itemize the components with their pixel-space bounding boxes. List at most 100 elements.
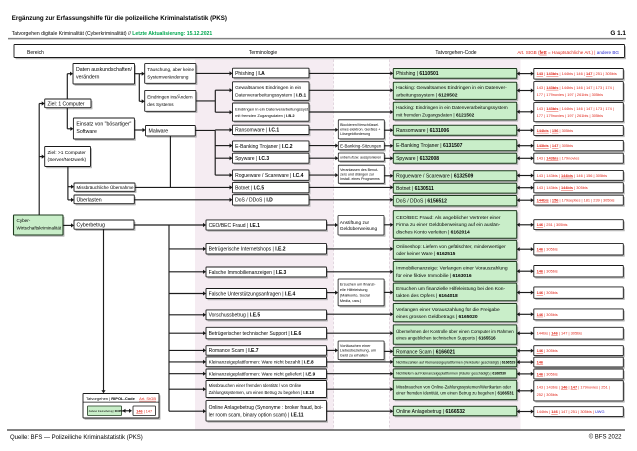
- svg-text:144bis | 146 | 147 | 305bis: 144bis | 146 | 147 | 305bis: [537, 331, 583, 336]
- svg-text:Hacking: Gewaltsames Eindringe: Hacking: Gewaltsames Eindringen in ein D…: [396, 85, 507, 91]
- svg-text:Kleinanzeigeplattformen: Ware: Kleinanzeigeplattformen: Ware nicht geli…: [209, 371, 316, 376]
- svg-text:Rogueware / Scareware | 613250: Rogueware / Scareware | 6132509: [396, 174, 473, 180]
- svg-text:146 | 305bis: 146 | 305bis: [537, 371, 558, 376]
- svg-text:(Server/Netzwerk): (Server/Netzwerk): [48, 157, 87, 163]
- svg-text:Immobilienanzeige: Verlangen e: Immobilienanzeige: Verlangen einer Vorau…: [396, 266, 508, 272]
- svg-text:Romance Scam | 6166021: Romance Scam | 6166021: [396, 349, 455, 355]
- svg-text:Online Anlagebetrug | 6166532: Online Anlagebetrug | 6166532: [396, 409, 465, 415]
- svg-text:einer fremden Identität, um ei: einer fremden Identität, um einen Betrug…: [396, 391, 514, 396]
- svg-text:für eine fiktive Immobilie | 6: für eine fiktive Immobilie | 6163016: [396, 273, 472, 279]
- svg-text:des Systems: des Systems: [147, 102, 174, 107]
- svg-text:Media, usw.): Media, usw.): [340, 299, 362, 303]
- svg-text:143bis | 147 | 305bis: 143bis | 147 | 305bis: [537, 143, 574, 148]
- svg-text:E-Banking Trojaner | I.C.2: E-Banking Trojaner | I.C.2: [235, 144, 293, 150]
- svg-text:Ransomware | I.C.1: Ransomware | I.C.1: [235, 128, 279, 134]
- svg-text:Daten auskundschaften/: Daten auskundschaften/: [76, 67, 133, 73]
- svg-text:177 | 179novies | 197 | 261bis: 177 | 179novies | 197 | 261bis | 305bis: [537, 113, 603, 118]
- svg-text:Missbräuchliche Übernahme: Missbräuchliche Übernahme: [77, 184, 135, 190]
- svg-text:Zahlungssystemen, um einen Bet: Zahlungssystemen, um einen Betrug zu beg…: [209, 390, 315, 395]
- svg-text:146 | 251 | 305bis: 146 | 251 | 305bis: [537, 222, 568, 227]
- svg-text:Software: Software: [76, 129, 97, 135]
- svg-text:Veranlassen des Benut-: Veranlassen des Benut-: [340, 168, 379, 172]
- svg-text:Bereich: Bereich: [27, 50, 44, 56]
- svg-text:143 | 143bis | 144bis | 146 |: 143 | 143bis | 144bis | 146 | 147 | 173 …: [537, 106, 614, 111]
- svg-text:disches Konto verleiten | 6162: disches Konto verleiten | 6162014: [396, 230, 470, 236]
- svg-text:© BFS 2022: © BFS 2022: [589, 434, 622, 441]
- svg-text:(Mailkonto, Social: (Mailkonto, Social: [340, 294, 370, 298]
- svg-text:G 1.1: G 1.1: [610, 30, 626, 37]
- svg-text:146 | 305bis: 146 | 305bis: [537, 290, 558, 295]
- svg-text:Ersuchen um finanzi-: Ersuchen um finanzi-: [340, 282, 376, 286]
- svg-text:Falsche Unterstützungsanfragen: Falsche Unterstützungsanfragen | I.E.4: [209, 291, 296, 297]
- svg-text:Betrügerische Internetshops |: Betrügerische Internetshops | I.E.2: [209, 247, 286, 253]
- svg-text:Cyber-: Cyber-: [17, 218, 31, 223]
- svg-text:Malware: Malware: [149, 128, 169, 134]
- svg-text:Vortäuschen einer: Vortäuschen einer: [340, 344, 371, 348]
- svg-text:elle Hilfeleistung: elle Hilfeleistung: [340, 288, 368, 292]
- svg-text:Botnet | I.C.5: Botnet | I.C.5: [235, 185, 264, 191]
- svg-text:143 | 143bis | 144bis | 146 |: 143 | 143bis | 144bis | 146 | 156 | 305b…: [537, 173, 608, 178]
- svg-text:Spyware | 6132008: Spyware | 6132008: [396, 156, 439, 162]
- svg-text:146: 146: [537, 360, 544, 365]
- svg-text:146 | 305bis: 146 | 305bis: [537, 312, 558, 317]
- svg-text:143 | 143bis | 179novies: 143 | 143bis | 179novies: [537, 156, 580, 161]
- svg-text:Wirtschaftskriminalität: Wirtschaftskriminalität: [17, 226, 62, 231]
- svg-text:143 | 143bis | 144bis | 305bis: 143 | 143bis | 144bis | 305bis: [537, 185, 588, 190]
- svg-text:Art. StGB (fett = Hauptsächlic: Art. StGB (fett = Hauptsächliche Art.) |…: [517, 50, 619, 55]
- svg-text:CEO/BEC Fraud | I.E.1: CEO/BEC Fraud | I.E.1: [209, 223, 261, 229]
- svg-text:Online Anlagebetrug (Synonyme: Online Anlagebetrug (Synonyme : broker f…: [209, 405, 324, 411]
- svg-text:Vorschussbetrug | I.E.5: Vorschussbetrug | I.E.5: [209, 313, 261, 319]
- svg-text:143 | 143bis | 144bis | 146 |: 143 | 143bis | 144bis | 146 | 147 | 173 …: [537, 85, 614, 90]
- svg-text:Verlangen einer Vorauszahlung: Verlangen einer Vorauszahlung für die Fr…: [396, 307, 500, 313]
- svg-text:Falsche Immobilienanzeigen | I: Falsche Immobilienanzeigen | I.E.3: [209, 270, 287, 276]
- svg-text:eines elektron. Gerätes +: eines elektron. Gerätes +: [340, 128, 380, 132]
- svg-text:143 | 143bis | 146 | 147 | 179: 143 | 143bis | 146 | 147 | 179novies | 2…: [537, 385, 610, 390]
- svg-text:Anderer Internetbetrug | 61665: Anderer Internetbetrug | 6166505: [89, 410, 125, 413]
- svg-text:Nichtliefern auf Kleinanzeigep: Nichtliefern auf Kleinanzeigeplattformen…: [396, 372, 506, 376]
- svg-text:144bis | 146 | 147 | 251 | 305: 144bis | 146 | 147 | 251 | 305bis | UWG: [537, 409, 605, 414]
- svg-text:takten des Opfers | 6164018: takten des Opfers | 6164018: [396, 293, 458, 299]
- svg-text:Terminologie: Terminologie: [249, 50, 278, 56]
- svg-text:144bis | 156 | 179septies | 18: 144bis | 156 | 179septies | 181 | 239 | …: [537, 198, 615, 203]
- svg-text:146 | 305bis: 146 | 305bis: [537, 247, 558, 252]
- svg-text:eines angeblichen technischen: eines angeblichen technischen Supports |…: [396, 336, 496, 341]
- svg-text:Ransomware | 6131006: Ransomware | 6131006: [396, 128, 449, 134]
- svg-text:Betrügerischer technischer Sup: Betrügerischer technischer Support | I.E…: [209, 331, 302, 337]
- svg-text:Install. eines Programms: Install. eines Programms: [340, 177, 380, 181]
- svg-text:ler room scam, binary option s: ler room scam, binary option scam) | I.E…: [209, 413, 304, 419]
- svg-text:Botnet | 6130511: Botnet | 6130511: [396, 186, 434, 192]
- svg-text:Phishing | 6110501: Phishing | 6110501: [396, 71, 439, 77]
- svg-text:E-Banking Trojaner | 6131507: E-Banking Trojaner | 6131507: [396, 143, 463, 149]
- svg-text:Onlineshop: Liefern von gefäls: Onlineshop: Liefern von gefälschter, min…: [396, 244, 506, 250]
- svg-text:Eindringen ins/Ändern: Eindringen ins/Ändern: [147, 94, 193, 100]
- svg-text:CEO/BEC Fraud: Als angeblicher: CEO/BEC Fraud: Als angeblicher Vertreter…: [396, 215, 501, 221]
- svg-text:Anstiftung zur: Anstiftung zur: [340, 220, 370, 226]
- svg-text:Hacking: Eindringen in ein Dat: Hacking: Eindringen in ein Datenverarbei…: [396, 105, 508, 110]
- svg-text:Tatvorgehen-Code: Tatvorgehen-Code: [435, 50, 476, 56]
- svg-text:Ergänzung zur Erfassungshilfe: Ergänzung zur Erfassungshilfe für die po…: [12, 15, 227, 22]
- svg-text:144bis | 156 | 305bis: 144bis | 156 | 305bis: [537, 128, 574, 133]
- svg-text:Ersuchen um finanzielle Hilfel: Ersuchen um finanzielle Hilfeleistung be…: [396, 286, 505, 292]
- svg-text:Ziel: 1 Computer: Ziel: 1 Computer: [48, 101, 85, 107]
- svg-text:Übernehmen der Kontrolle über: Übernehmen der Kontrolle über einen Comp…: [396, 329, 514, 334]
- svg-text:Rogueware / Scareware | I.C.4: Rogueware / Scareware | I.C.4: [235, 173, 303, 179]
- svg-text:Systemveränderung: Systemveränderung: [147, 74, 189, 79]
- svg-text:Romance Scam | I.E.7: Romance Scam | I.E.7: [209, 348, 259, 354]
- svg-text:146 | 305bis: 146 | 305bis: [537, 348, 558, 353]
- svg-text:Tatvorgehen digitale Kriminali: Tatvorgehen digitale Kriminalität (Cyber…: [12, 31, 213, 37]
- svg-text:Firma zu einer Geldüberweisung: Firma zu einer Geldüberweisung auf ein a…: [396, 222, 500, 228]
- svg-text:Cyberbetrug: Cyberbetrug: [77, 223, 106, 229]
- svg-text:verändern: verändern: [76, 75, 99, 81]
- svg-text:146 | 147: 146 | 147: [136, 409, 152, 413]
- svg-text:Ziel: >1 Computer: Ziel: >1 Computer: [48, 150, 87, 156]
- svg-text:unbem./bzw. ausspionieren: unbem./bzw. ausspionieren: [340, 155, 381, 159]
- svg-text:Missbrauchen von Online-Zahlun: Missbrauchen von Online-Zahlungssystemen…: [396, 384, 512, 389]
- svg-text:arbeitungssystem | 6120502: arbeitungssystem | 6120502: [396, 92, 458, 98]
- svg-text:Geld zu erhalten: Geld zu erhalten: [340, 353, 368, 357]
- svg-text:Täuschung, aber keine: Täuschung, aber keine: [147, 67, 194, 72]
- svg-text:Eindringen in ein Datenverarbe: Eindringen in ein Datenverarbeitungssyst…: [235, 106, 309, 111]
- svg-text:Überlasten: Überlasten: [77, 196, 102, 203]
- svg-text:oder keiner Ware | 6162515: oder keiner Ware | 6162515: [396, 251, 456, 257]
- svg-text:177 | 179novies | 197 | 261bis: 177 | 179novies | 197 | 261bis | 305bis: [537, 92, 603, 97]
- svg-text:Phishing | I.A: Phishing | I.A: [235, 71, 265, 77]
